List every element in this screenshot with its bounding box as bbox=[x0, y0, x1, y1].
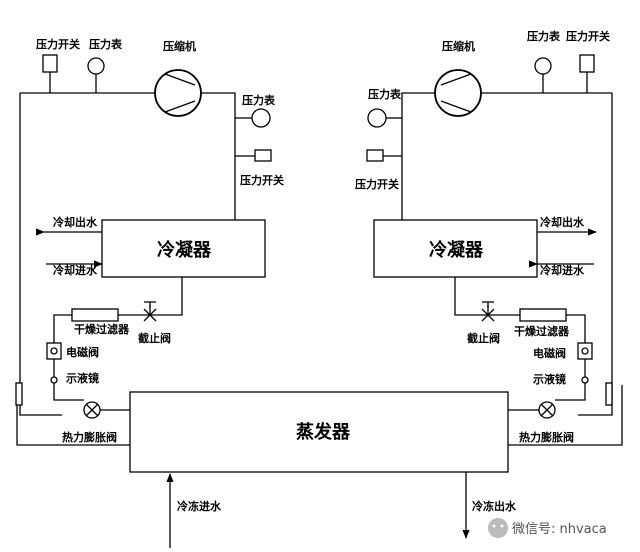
left-solenoid-valve-label: 电磁阀 bbox=[66, 345, 99, 359]
left-pressure-switch-2 bbox=[254, 149, 272, 162]
right-sight-glass bbox=[581, 376, 589, 384]
left-pressure-switch bbox=[42, 54, 58, 73]
left-compressor bbox=[154, 69, 202, 117]
right-pressure-switch bbox=[579, 54, 595, 73]
evaporator bbox=[129, 391, 509, 473]
left-stop-valve-label: 截止阀 bbox=[138, 331, 171, 345]
left-sight-glass bbox=[50, 376, 58, 384]
left-compressor-label: 压缩机 bbox=[163, 39, 196, 53]
right-solenoid-valve bbox=[577, 342, 593, 360]
right-pressure-gauge-2 bbox=[367, 108, 387, 128]
left-cooling-out-label: 冷却出水 bbox=[53, 215, 98, 229]
right-pressure-gauge-label: 压力表 bbox=[527, 29, 561, 43]
left-dryer-filter-label: 干燥过滤器 bbox=[74, 322, 130, 336]
left-outer-pipe bbox=[19, 93, 62, 416]
right-dryer-filter bbox=[519, 308, 567, 322]
left-liquid-line bbox=[53, 277, 183, 401]
right-pressure-gauge bbox=[534, 57, 552, 75]
right-pressure-gauge-2-label: 压力表 bbox=[368, 87, 402, 101]
right-circuit bbox=[366, 54, 623, 446]
right-sight-glass-label: 示液镜 bbox=[532, 372, 566, 386]
watermark: 微信号: nhvaca bbox=[488, 518, 607, 538]
right-pressure-switch-label: 压力开关 bbox=[566, 29, 610, 43]
left-pressure-switch-label: 压力开关 bbox=[36, 37, 80, 51]
right-pipe-joint bbox=[605, 382, 613, 406]
chilled-water-out-label: 冷冻出水 bbox=[472, 499, 517, 513]
left-pressure-gauge-2-label: 压力表 bbox=[242, 93, 276, 107]
right-stop-valve bbox=[481, 301, 495, 322]
evaporator-label: 蒸发器 bbox=[296, 421, 351, 443]
left-sight-glass-label: 示液镜 bbox=[65, 371, 99, 385]
left-solenoid-valve bbox=[46, 342, 62, 360]
left-condenser-label: 冷凝器 bbox=[157, 239, 212, 261]
left-circuit bbox=[15, 54, 272, 446]
right-outer-pipe-2 bbox=[508, 385, 623, 446]
left-expansion-valve-label: 热力膨胀阀 bbox=[62, 430, 117, 444]
left-pressure-gauge bbox=[87, 57, 105, 75]
left-condenser bbox=[101, 219, 266, 278]
right-dryer-filter-label: 干燥过滤器 bbox=[514, 324, 570, 338]
left-pressure-gauge-label: 压力表 bbox=[89, 37, 123, 51]
watermark-text: 微信号: nhvaca bbox=[512, 522, 607, 537]
wechat-icon bbox=[488, 518, 508, 538]
right-solenoid-valve-label: 电磁阀 bbox=[533, 346, 566, 360]
right-condenser-label: 冷凝器 bbox=[429, 239, 484, 261]
right-compressor-label: 压缩机 bbox=[442, 39, 475, 53]
left-dryer-filter bbox=[71, 308, 119, 322]
right-cooling-out-label: 冷却出水 bbox=[540, 215, 585, 229]
right-condenser bbox=[373, 219, 538, 278]
right-outer-pipe bbox=[578, 93, 613, 416]
left-pressure-switch-2-label: 压力开关 bbox=[240, 173, 284, 187]
left-pressure-gauge-2 bbox=[251, 108, 271, 128]
right-liquid-line bbox=[454, 277, 586, 401]
right-expansion-valve-label: 热力膨胀阀 bbox=[519, 430, 574, 444]
left-top-pipe bbox=[20, 92, 236, 220]
left-stop-valve bbox=[143, 301, 157, 322]
chilled-water-in-label: 冷冻进水 bbox=[177, 499, 222, 513]
right-pressure-switch-2 bbox=[366, 149, 384, 162]
right-pressure-switch-2-label: 压力开关 bbox=[355, 177, 399, 191]
left-cooling-in-label: 冷却进水 bbox=[53, 263, 98, 277]
right-cooling-in-label: 冷却进水 bbox=[540, 263, 585, 277]
left-pipe-joint bbox=[15, 382, 23, 406]
right-compressor bbox=[434, 69, 482, 117]
right-stop-valve-label: 截止阀 bbox=[467, 331, 500, 345]
right-top-pipe bbox=[401, 92, 612, 220]
